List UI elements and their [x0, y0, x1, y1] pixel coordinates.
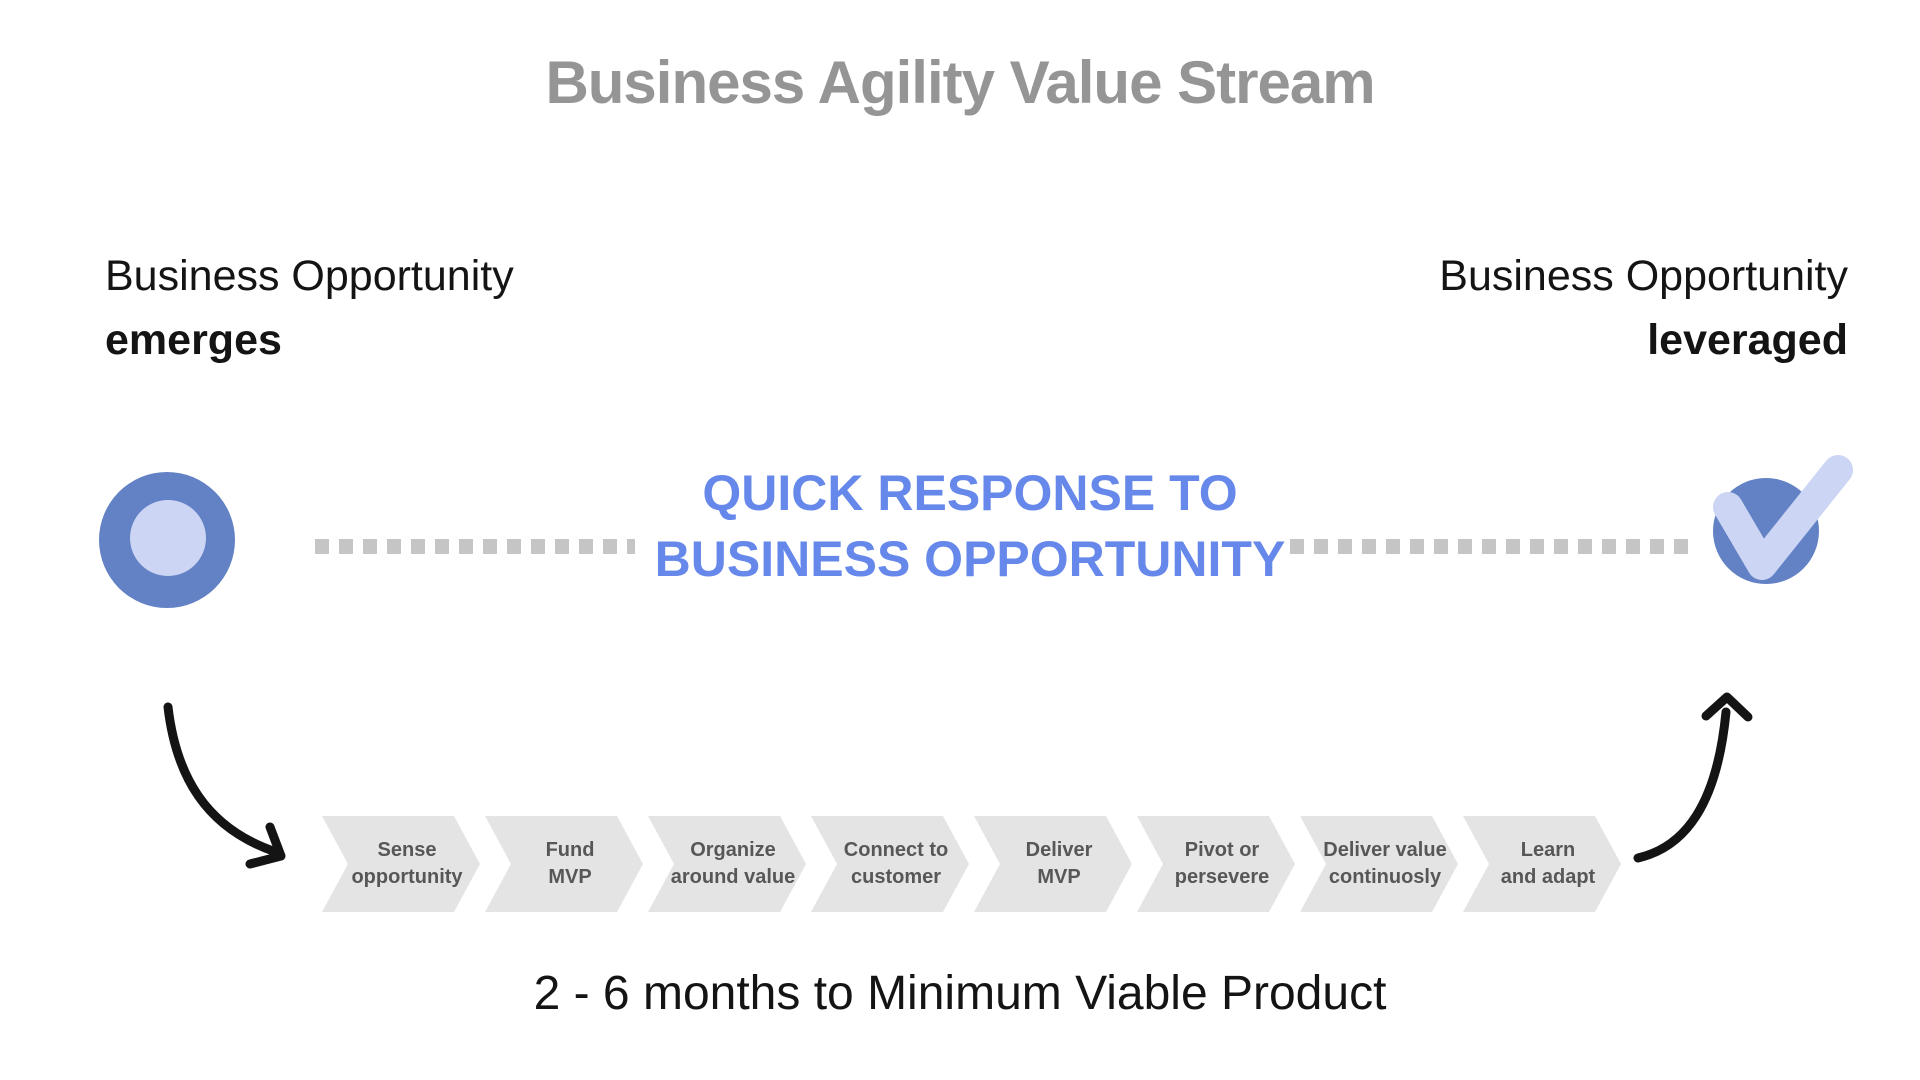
process-step-line2: continuosly: [1328, 866, 1442, 888]
process-step-line1: Learn: [1520, 839, 1576, 861]
process-step-line1: Sense: [377, 839, 437, 861]
process-step-line2: opportunity: [351, 866, 463, 888]
process-step-line2: and adapt: [1500, 866, 1596, 888]
start-label-line1: Business Opportunity: [105, 252, 514, 300]
process-step-line1: Deliver: [1025, 839, 1093, 861]
process-step-line1: Pivot or: [1184, 839, 1260, 861]
circle-dot-icon: [99, 472, 235, 608]
dashed-line-left: [315, 539, 635, 554]
curved-arrow-up-icon: [1633, 692, 1753, 863]
process-step: Pivot or persevere: [1137, 816, 1295, 912]
curved-arrow-down-icon: [163, 702, 286, 869]
process-step-line1: Connect to: [843, 839, 949, 861]
process-step: Learn and adapt: [1463, 816, 1621, 912]
footer-caption: 2 - 6 months to Minimum Viable Product: [533, 967, 1387, 1020]
process-step-line1: Fund: [545, 839, 595, 861]
process-step: Deliver value continuosly: [1300, 816, 1458, 912]
process-step-line1: Deliver value: [1323, 839, 1447, 861]
process-step-line2: customer: [850, 866, 942, 888]
center-label-line1: QUICK RESPONSE TO: [702, 465, 1238, 521]
process-step-line1: Organize: [690, 839, 776, 861]
end-label-line2: leveraged: [1647, 316, 1848, 364]
process-step: Organize around value: [648, 816, 806, 912]
page-title: Business Agility Value Stream: [545, 49, 1375, 116]
process-step-line2: persevere: [1174, 866, 1270, 888]
dashed-line-right: [1290, 539, 1688, 554]
checkmark-icon: [1713, 455, 1853, 584]
center-label-line2: BUSINESS OPPORTUNITY: [654, 531, 1286, 587]
start-label-line2: emerges: [105, 316, 282, 364]
process-step: Fund MVP: [485, 816, 643, 912]
process-step-line2: MVP: [548, 866, 592, 888]
process-step-line2: MVP: [1037, 866, 1081, 888]
process-step: Deliver MVP: [974, 816, 1132, 912]
end-label: Business Opportunity leveraged: [1439, 244, 1848, 372]
process-flow: Sense opportunity Fund MVP Organize arou…: [322, 816, 1622, 912]
end-label-line1: Business Opportunity: [1439, 252, 1848, 300]
center-label: QUICK RESPONSE TO BUSINESS OPPORTUNITY: [610, 460, 1330, 592]
process-step: Connect to customer: [811, 816, 969, 912]
process-step: Sense opportunity: [322, 816, 480, 912]
process-step-line2: around value: [670, 866, 796, 888]
start-label: Business Opportunity emerges: [105, 244, 514, 372]
